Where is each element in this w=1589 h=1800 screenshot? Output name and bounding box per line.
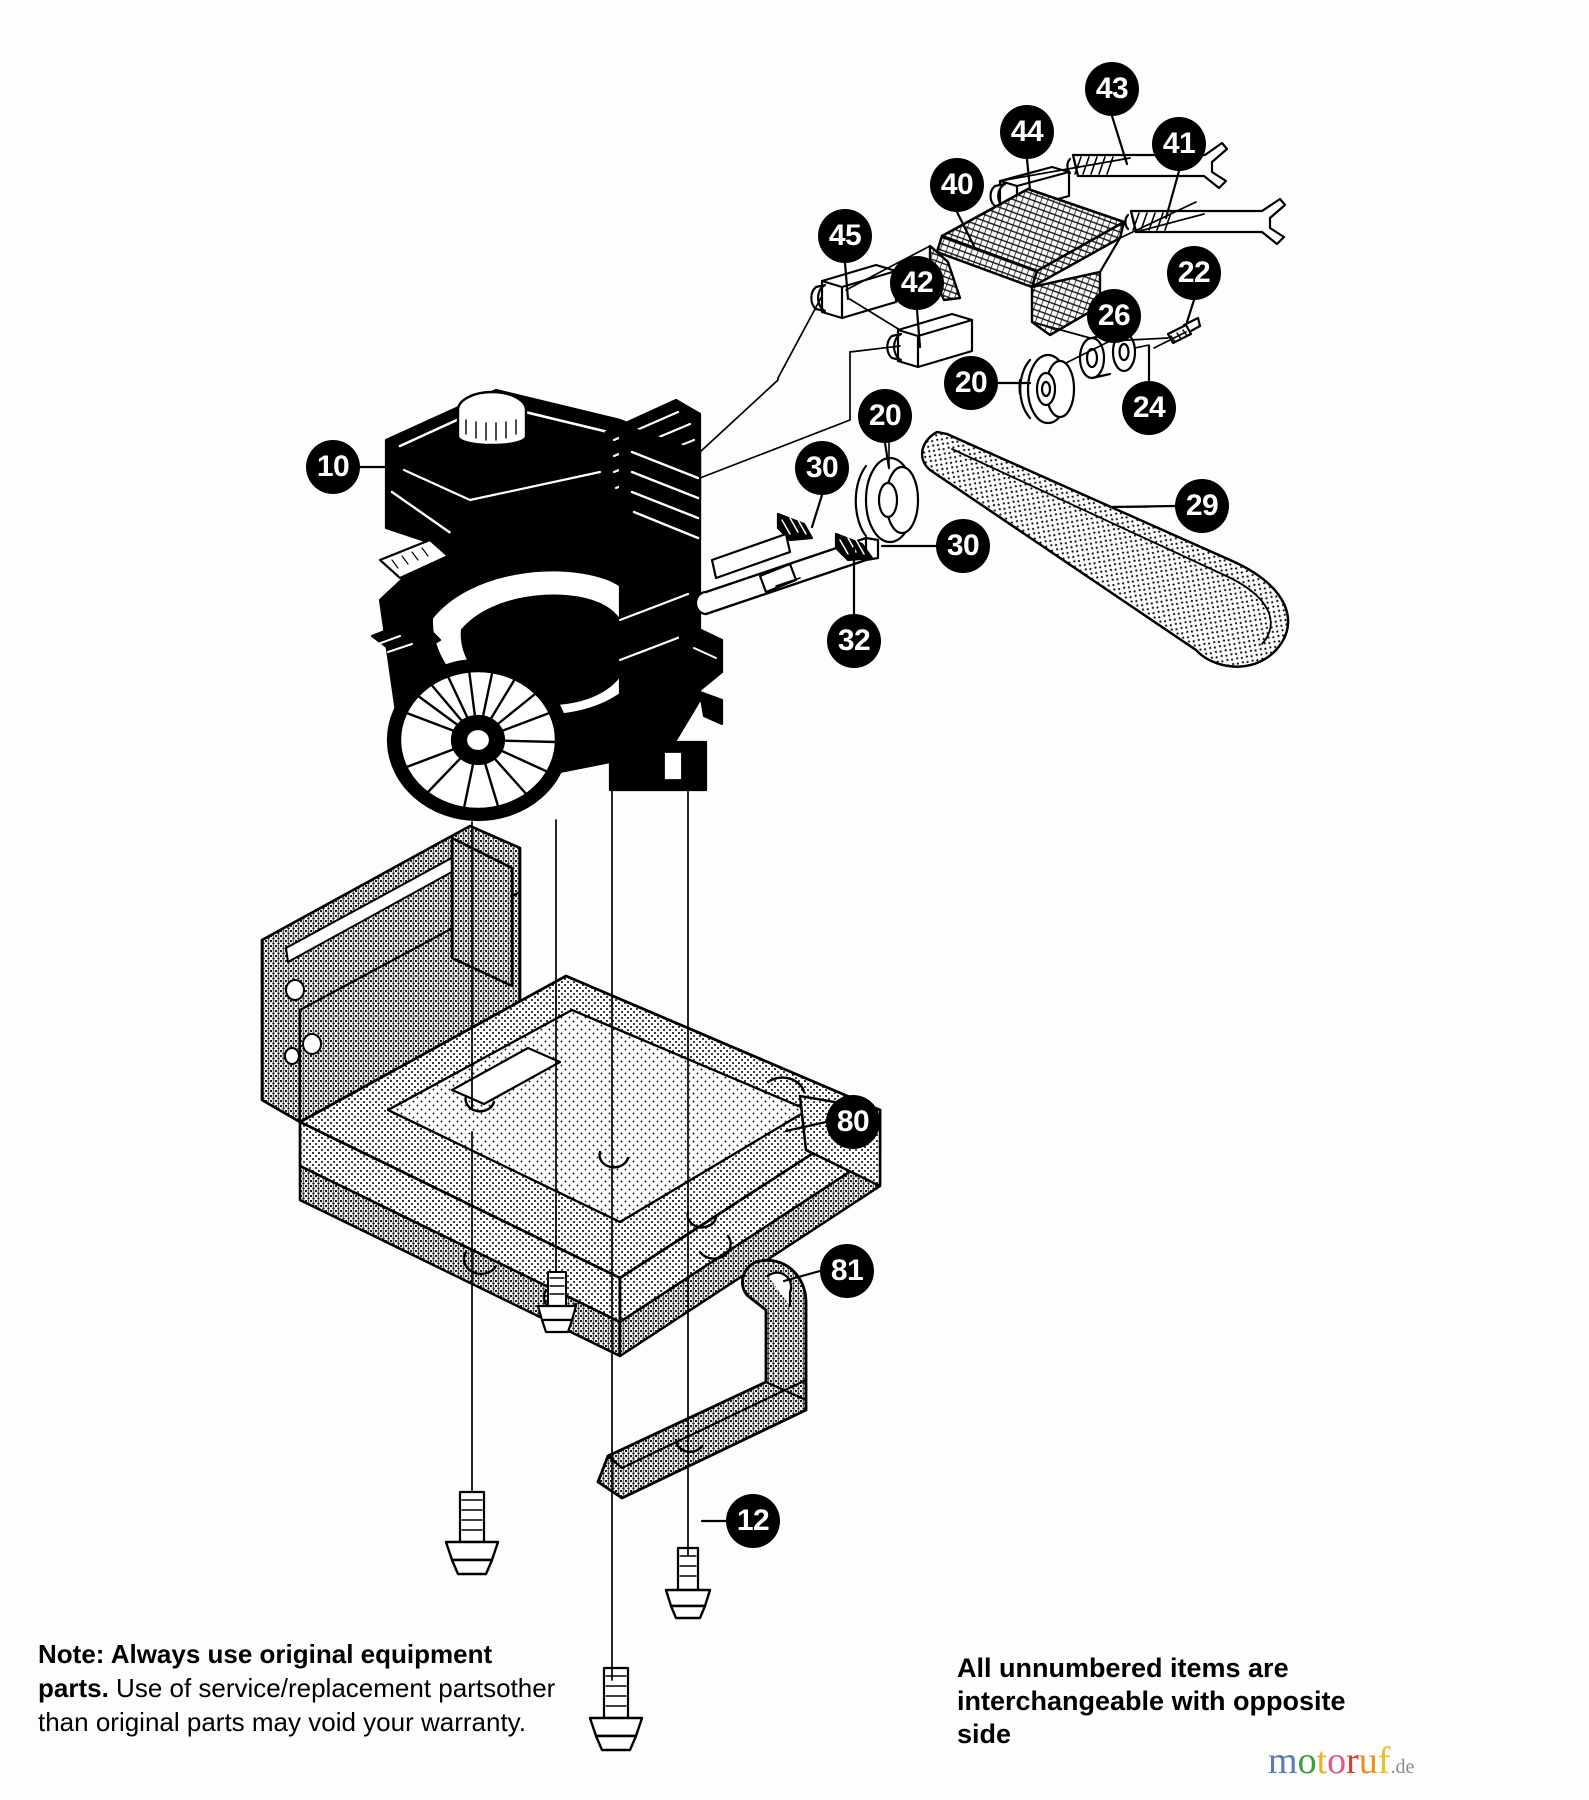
callout-20-upper[interactable]: 20	[944, 356, 998, 410]
callout-24[interactable]: 24	[1122, 381, 1176, 435]
callout-26[interactable]: 26	[1087, 289, 1141, 343]
washer-24	[1111, 331, 1150, 382]
support-bracket-81	[596, 1259, 808, 1500]
callout-45[interactable]: 45	[818, 209, 872, 263]
shaft-assembly	[694, 512, 880, 616]
callout-81[interactable]: 81	[820, 1244, 874, 1298]
note-bold-lead: Note: Always use original equipment part…	[38, 1639, 493, 1703]
washer-26	[1078, 332, 1112, 380]
callout-29[interactable]: 29	[1175, 479, 1229, 533]
callout-30-right[interactable]: 30	[936, 519, 990, 573]
grip-42	[886, 312, 974, 369]
note-rest: Use of service/replacement partsother th…	[38, 1672, 556, 1737]
callout-22[interactable]: 22	[1167, 246, 1221, 300]
bolt-left	[536, 1271, 578, 1334]
bolt-bottom-center	[588, 1666, 644, 1752]
callout-43[interactable]: 43	[1085, 62, 1139, 116]
callout-44[interactable]: 44	[1000, 105, 1054, 159]
handle-panel-40	[928, 187, 1126, 337]
callout-30-left[interactable]: 30	[795, 441, 849, 495]
wm-letter-o1: o	[1297, 1740, 1317, 1782]
bolt-12	[664, 1546, 712, 1620]
callout-leaders	[358, 114, 1196, 1523]
callout-40[interactable]: 40	[930, 158, 984, 212]
callout-20-lower[interactable]: 20	[858, 389, 912, 443]
callout-32[interactable]: 32	[827, 614, 881, 668]
engine-10	[370, 388, 724, 822]
wm-letter-u: u	[1358, 1740, 1378, 1782]
callout-80[interactable]: 80	[826, 1095, 880, 1149]
callout-42[interactable]: 42	[890, 256, 944, 310]
pulley-20-lower	[854, 442, 920, 544]
grip-45	[810, 263, 898, 320]
pulley-20-upper	[997, 340, 1111, 425]
note-original-parts: Note: Always use original equipment part…	[38, 1638, 558, 1739]
wm-suffix: .de	[1390, 1756, 1415, 1778]
rod-41	[1124, 197, 1287, 246]
assembly-guide-lines	[471, 157, 1205, 1681]
wm-letter-t: t	[1316, 1740, 1328, 1782]
callout-12[interactable]: 12	[726, 1494, 780, 1548]
wm-letter-m: m	[1268, 1740, 1298, 1782]
wm-letter-r: r	[1346, 1740, 1359, 1782]
motoruf-watermark: motoruf.de	[1268, 1742, 1414, 1780]
bolt-center-lower	[444, 1490, 500, 1576]
callout-41[interactable]: 41	[1152, 117, 1206, 171]
wm-letter-o2: o	[1327, 1740, 1347, 1782]
belt-29	[920, 430, 1290, 668]
note-unnumbered-items: All unnumbered items are interchangeable…	[957, 1653, 1346, 1749]
wm-letter-f: f	[1377, 1740, 1391, 1782]
callout-10[interactable]: 10	[306, 440, 360, 494]
